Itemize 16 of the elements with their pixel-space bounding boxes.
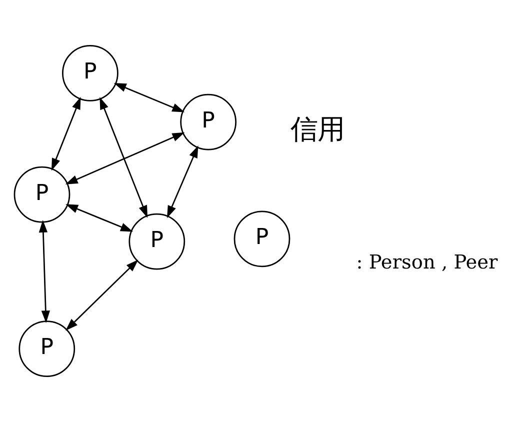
- node-circle: P: [180, 93, 236, 150]
- node-circle: P: [13, 166, 70, 222]
- node-circle: P: [128, 212, 185, 270]
- arrow: [113, 82, 184, 112]
- arrow: [64, 132, 184, 184]
- arrow: [99, 96, 148, 218]
- arrow: [65, 259, 138, 330]
- node-circle: P: [233, 210, 290, 267]
- arrow: [166, 144, 198, 218]
- arrow: [50, 96, 80, 170]
- arrow: [38, 220, 50, 323]
- node-circle: P: [18, 320, 75, 377]
- node-label: : Person , Peer: [356, 250, 498, 274]
- label: 信用: [290, 112, 344, 145]
- node-circle: P: [62, 44, 118, 101]
- arrow: [65, 204, 132, 232]
